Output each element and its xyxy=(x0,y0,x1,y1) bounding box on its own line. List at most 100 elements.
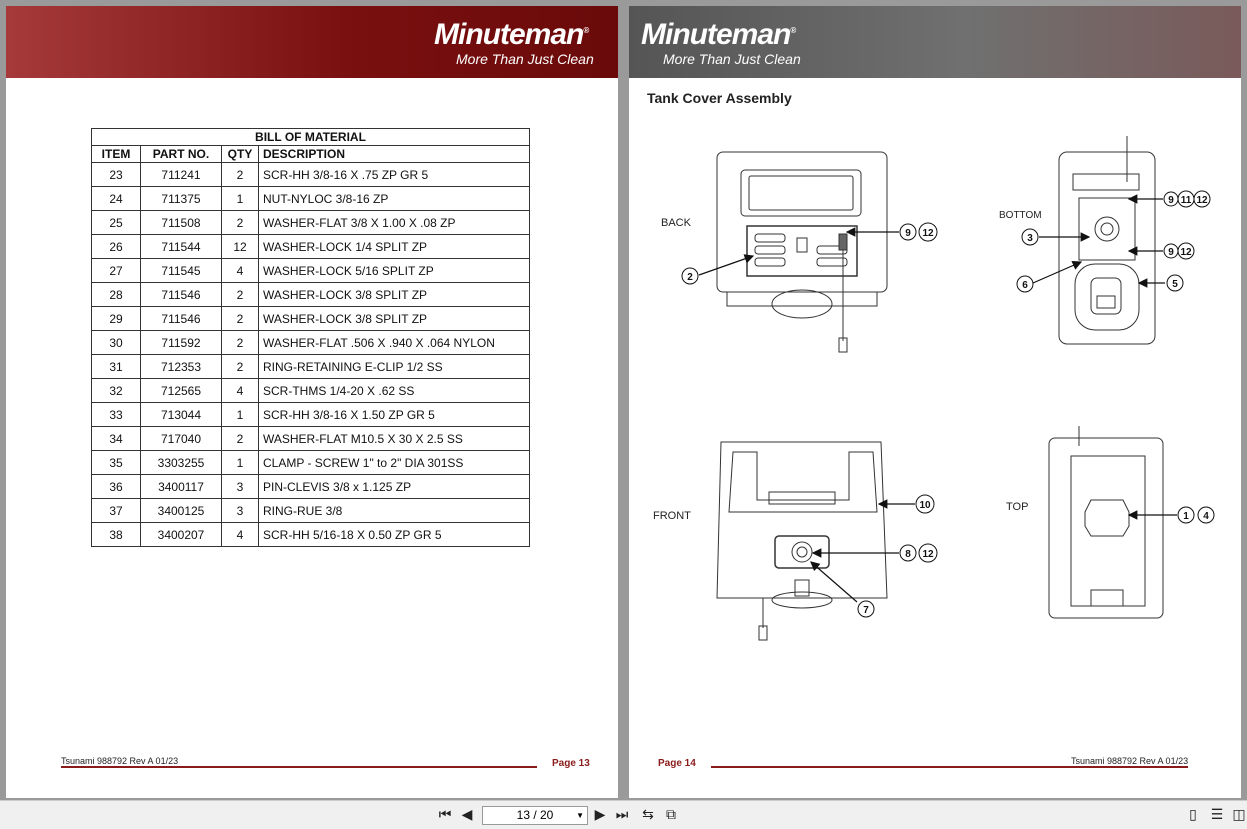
cell-item: 37 xyxy=(91,498,141,523)
view-label-front: FRONT xyxy=(653,510,691,522)
header-item: ITEM xyxy=(91,145,141,163)
callout-12: 12 xyxy=(1177,242,1195,260)
cell-qty: 2 xyxy=(221,354,259,379)
page-number: Page 13 xyxy=(552,758,590,769)
cell-part-no: 3303255 xyxy=(140,450,222,475)
cell-description: SCR-HH 3/8-16 X .75 ZP GR 5 xyxy=(258,162,530,187)
first-page-icon[interactable]: ⏮ xyxy=(438,806,452,822)
cell-item: 34 xyxy=(91,426,141,451)
cell-qty: 3 xyxy=(221,474,259,499)
cell-qty: 3 xyxy=(221,498,259,523)
cell-part-no: 717040 xyxy=(140,426,222,451)
section-title: Tank Cover Assembly xyxy=(647,90,792,106)
cell-qty: 4 xyxy=(221,522,259,547)
brand-tagline: More Than Just Clean xyxy=(456,51,594,67)
callout-4: 4 xyxy=(1197,506,1215,524)
cell-qty: 4 xyxy=(221,258,259,283)
cell-item: 35 xyxy=(91,450,141,475)
page-14: Minuteman® More Than Just Clean Tank Cov… xyxy=(629,6,1241,798)
prev-page-icon[interactable]: ◀ xyxy=(461,806,473,822)
back-view-drawing xyxy=(716,151,888,353)
cell-item: 25 xyxy=(91,210,141,235)
svg-text:12: 12 xyxy=(922,228,934,239)
cell-qty: 2 xyxy=(221,210,259,235)
cell-item: 38 xyxy=(91,522,141,547)
header-description: DESCRIPTION xyxy=(258,145,530,163)
callout-12: 12 xyxy=(918,543,938,563)
cell-description: RING-RETAINING E-CLIP 1/2 SS xyxy=(258,354,530,379)
tank-cover-diagram: 2 9 12 9 11 12 3 9 12 6 5 10 8 12 7 1 4 xyxy=(681,136,1215,641)
svg-text:1: 1 xyxy=(1183,511,1189,522)
cell-description: WASHER-LOCK 5/16 SPLIT ZP xyxy=(258,258,530,283)
page-selector[interactable]: 13 / 20▼ xyxy=(482,806,588,825)
cell-description: SCR-THMS 1/4-20 X .62 SS xyxy=(258,378,530,403)
callout-9: 9 xyxy=(1163,243,1179,259)
svg-text:12: 12 xyxy=(1180,247,1192,258)
svg-text:9: 9 xyxy=(1168,195,1174,206)
svg-text:12: 12 xyxy=(922,549,934,560)
next-page-icon[interactable]: ▶ xyxy=(594,806,606,822)
callout-12: 12 xyxy=(1193,190,1211,208)
page-13: Minuteman® More Than Just Clean BILL OF … xyxy=(6,6,618,798)
svg-text:5: 5 xyxy=(1172,279,1178,290)
footer-rule xyxy=(61,766,537,768)
brand-banner: Minuteman® More Than Just Clean xyxy=(6,6,618,78)
cell-qty: 1 xyxy=(221,186,259,211)
cell-description: WASHER-LOCK 3/8 SPLIT ZP xyxy=(258,282,530,307)
footer-doc-id: Tsunami 988792 Rev A 01/23 xyxy=(61,756,179,766)
brand-logo: Minuteman® xyxy=(641,18,796,51)
cell-item: 33 xyxy=(91,402,141,427)
view-label-back: BACK xyxy=(661,217,691,229)
cell-part-no: 711592 xyxy=(140,330,222,355)
svg-text:8: 8 xyxy=(905,549,911,560)
cell-qty: 4 xyxy=(221,378,259,403)
brand-tagline: More Than Just Clean xyxy=(663,51,801,67)
cell-part-no: 711545 xyxy=(140,258,222,283)
cell-qty: 2 xyxy=(221,162,259,187)
cell-description: SCR-HH 3/8-16 X 1.50 ZP GR 5 xyxy=(258,402,530,427)
single-page-icon[interactable]: ▯ xyxy=(1189,806,1197,822)
cell-part-no: 712353 xyxy=(140,354,222,379)
rotate-icon[interactable]: ⇆ xyxy=(642,806,654,822)
page-number: Page 14 xyxy=(658,758,696,769)
cell-part-no: 711544 xyxy=(140,234,222,259)
cell-description: PIN-CLEVIS 3/8 x 1.125 ZP xyxy=(258,474,530,499)
svg-text:2: 2 xyxy=(687,272,693,283)
cell-part-no: 711375 xyxy=(140,186,222,211)
callout-5: 5 xyxy=(1166,274,1184,292)
cell-description: CLAMP - SCREW 1" to 2" DIA 301SS xyxy=(258,450,530,475)
header-qty: QTY xyxy=(221,145,259,163)
footer-doc-id: Tsunami 988792 Rev A 01/23 xyxy=(1071,756,1189,766)
cell-description: WASHER-LOCK 1/4 SPLIT ZP xyxy=(258,234,530,259)
callout-3: 3 xyxy=(1021,228,1039,246)
cell-item: 32 xyxy=(91,378,141,403)
cell-part-no: 711241 xyxy=(140,162,222,187)
cell-part-no: 3400207 xyxy=(140,522,222,547)
callout-1: 1 xyxy=(1177,506,1195,524)
callout-12: 12 xyxy=(918,222,938,242)
cell-item: 29 xyxy=(91,306,141,331)
continuous-icon[interactable]: ☰ xyxy=(1210,806,1224,822)
copy-icon[interactable]: ⧉ xyxy=(666,806,676,822)
svg-text:4: 4 xyxy=(1203,511,1209,522)
svg-text:10: 10 xyxy=(919,500,931,511)
last-page-icon[interactable]: ⏭ xyxy=(615,806,629,822)
cell-description: SCR-HH 5/16-18 X 0.50 ZP GR 5 xyxy=(258,522,530,547)
cell-item: 23 xyxy=(91,162,141,187)
cell-description: WASHER-LOCK 3/8 SPLIT ZP xyxy=(258,306,530,331)
two-page-icon[interactable]: ◫ xyxy=(1232,806,1246,822)
callout-9: 9 xyxy=(1163,191,1179,207)
bill-of-material-table: BILL OF MATERIAL ITEM PART NO. QTY DESCR… xyxy=(91,128,530,547)
svg-text:9: 9 xyxy=(1168,247,1174,258)
svg-text:7: 7 xyxy=(863,605,869,616)
